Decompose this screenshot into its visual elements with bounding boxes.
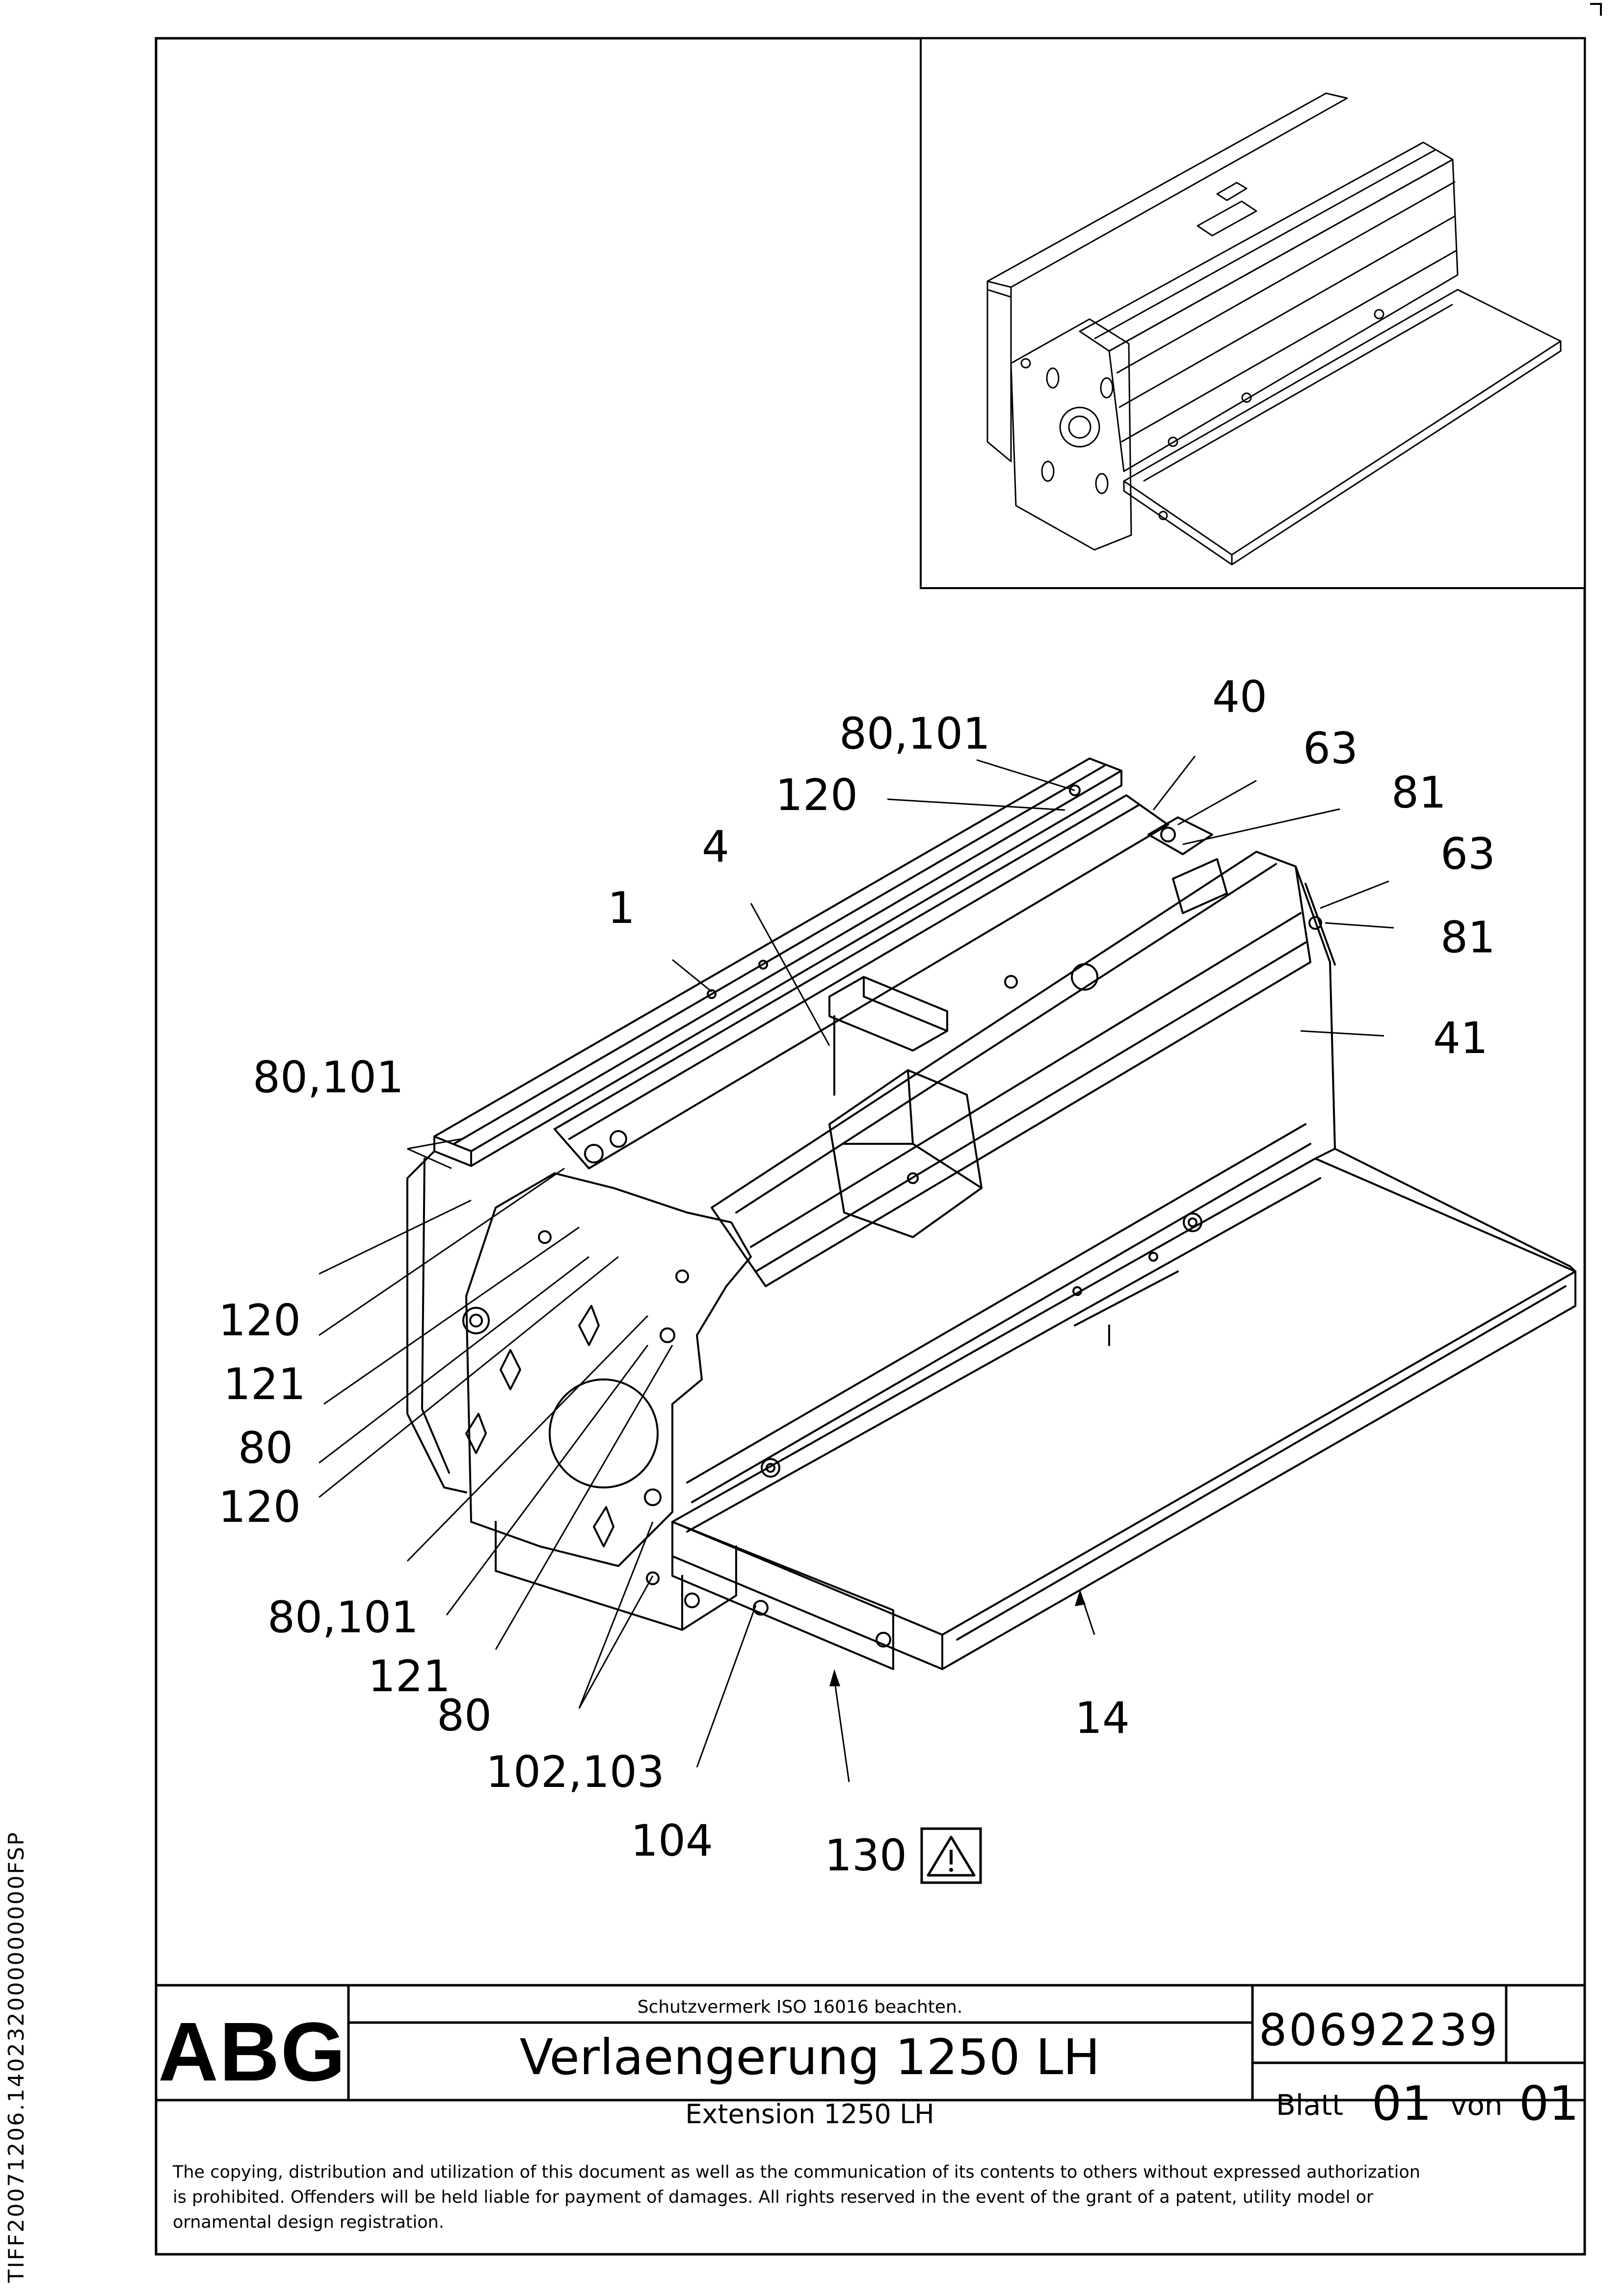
callout-63-a: 63 bbox=[1303, 723, 1358, 774]
callout-81-a: 81 bbox=[1391, 767, 1446, 818]
callout-120-b: 120 bbox=[218, 1482, 301, 1532]
callout-80-b: 80 bbox=[437, 1690, 492, 1741]
callout-81-b: 81 bbox=[1440, 912, 1495, 963]
of-label: von bbox=[1450, 2088, 1503, 2122]
callout-121-a: 121 bbox=[223, 1359, 306, 1409]
company-logo: ABG bbox=[158, 2005, 346, 2099]
arrow-head-130 bbox=[829, 1669, 840, 1686]
callout-1: 1 bbox=[608, 883, 635, 933]
callout-40: 40 bbox=[1212, 672, 1267, 722]
main-assembly-drawing bbox=[406, 757, 1576, 1670]
protection-notice: Schutzvermerk ISO 16016 beachten. bbox=[638, 1997, 963, 2017]
copyright-line-2: is prohibited. Offenders will be held li… bbox=[173, 2188, 1374, 2207]
callout-130: 130 bbox=[825, 1830, 907, 1881]
copyright-line-1: The copying, distribution and utilizatio… bbox=[172, 2162, 1420, 2182]
file-reference-code: TIFF20071206.140232000000000FSP bbox=[4, 1831, 29, 2283]
overview-inset bbox=[920, 37, 1586, 589]
drawing-number: 80692239 bbox=[1259, 2004, 1499, 2056]
copyright-notice: The copying, distribution and utilizatio… bbox=[172, 2162, 1420, 2232]
callout-80-a: 80 bbox=[238, 1423, 293, 1473]
warning-triangle-icon bbox=[920, 1827, 982, 1884]
callout-labels: 80,101 120 40 63 81 63 81 4 1 41 80,101 … bbox=[218, 672, 1495, 1881]
arrow-head-14 bbox=[1075, 1591, 1086, 1606]
leader-lines bbox=[319, 756, 1394, 1783]
callout-102-103: 102,103 bbox=[486, 1747, 665, 1797]
callout-121-b: 121 bbox=[368, 1651, 451, 1702]
drawing-title: Verlaengerung 1250 LH bbox=[520, 2028, 1100, 2086]
copyright-line-3: ornamental design registration. bbox=[173, 2213, 444, 2232]
overview-inset-frame bbox=[920, 37, 1586, 589]
corner-mark bbox=[1590, 3, 1602, 16]
callout-14: 14 bbox=[1075, 1693, 1130, 1743]
callout-80-101-top: 80,101 bbox=[839, 708, 990, 759]
title-block bbox=[156, 1984, 1585, 2102]
sheet-border bbox=[155, 37, 1586, 2256]
callout-104: 104 bbox=[631, 1815, 713, 1866]
sheet-label: Blatt bbox=[1276, 2088, 1343, 2122]
callout-41: 41 bbox=[1433, 1013, 1488, 1063]
callout-120-a: 120 bbox=[218, 1295, 301, 1346]
callout-4: 4 bbox=[702, 821, 729, 872]
callout-80-101-left: 80,101 bbox=[253, 1052, 404, 1103]
sheet-total: 01 bbox=[1519, 2076, 1579, 2131]
callout-63-b: 63 bbox=[1440, 829, 1495, 879]
callout-120-top: 120 bbox=[775, 770, 858, 820]
sheet-number: 01 bbox=[1372, 2076, 1432, 2131]
drawing-subtitle: Extension 1250 LH bbox=[685, 2099, 934, 2130]
callout-80-101-low: 80,101 bbox=[267, 1592, 419, 1643]
